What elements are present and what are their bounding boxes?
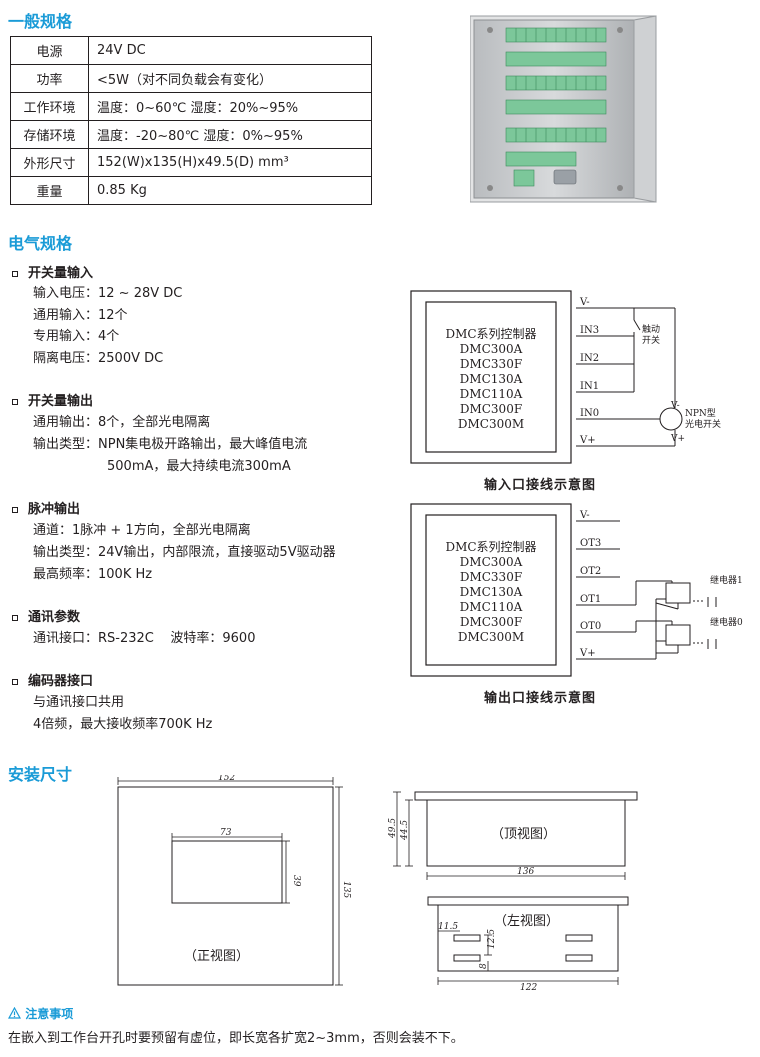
- pin-label: OT1: [580, 594, 601, 605]
- text-line: 专用输入：4个: [33, 329, 120, 344]
- model-label: DMC300M: [458, 417, 524, 431]
- note-title: 注意事项: [7, 1005, 73, 1022]
- text-line: 500mA，最大持续电流300mA: [107, 459, 291, 474]
- pin-label: IN1: [580, 381, 599, 392]
- note-text: 在嵌入到工作台开孔时要预留有虚位，即长宽各扩宽2~3mm，否则会装不下。: [8, 1031, 464, 1046]
- left-view-label: （左视图）: [494, 914, 559, 929]
- relay1-label: 继电器1: [710, 574, 743, 586]
- section-title-general: 一般规格: [8, 12, 73, 31]
- input-diagram-caption: 输入口接线示意图: [484, 478, 597, 493]
- model-label: DMC110A: [460, 387, 523, 401]
- pin-label: V+: [579, 648, 596, 659]
- text-line: 隔离电压：2500V DC: [33, 351, 164, 366]
- dim-label: 49.5: [388, 818, 398, 839]
- model-label: DMC300A: [460, 342, 523, 356]
- comm-title: 通讯参数: [12, 606, 80, 625]
- switch-label: 触动: [642, 323, 660, 335]
- pin-label: OT0: [580, 621, 601, 632]
- switch-label: 开关: [642, 334, 660, 346]
- left-view-drawing: 11.5 12.5 8 122 （左视图）: [427, 896, 629, 993]
- model-label: DMC300F: [460, 615, 522, 629]
- dim-label: 122: [520, 983, 537, 993]
- front-view-label: （正视图）: [184, 949, 249, 964]
- table-row: 工作环境温度：0~60℃ 湿度：20%~95%: [10, 92, 372, 121]
- pin-label: V+: [579, 435, 596, 446]
- section-title-electrical: 电气规格: [8, 234, 73, 253]
- relay0-label: 继电器0: [710, 616, 743, 628]
- pin-label: IN2: [580, 353, 599, 364]
- dim-label: 44.5: [400, 820, 410, 841]
- text-line: 通讯接口：RS-232C 波特率：9600: [33, 631, 256, 646]
- text-line: 最高频率：100K Hz: [33, 567, 153, 582]
- dim-label: 136: [517, 867, 534, 877]
- dim-label: 135: [341, 881, 351, 898]
- table-row: 存储环境温度：-20~80℃ 湿度：0%~95%: [10, 120, 372, 149]
- dim-label: 8: [479, 963, 489, 969]
- model-label: DMC130A: [460, 372, 523, 386]
- model-label: DMC110A: [460, 600, 523, 614]
- output-wiring-diagram: DMC系列控制器 DMC300A DMC330F DMC130A DMC110A…: [410, 503, 743, 677]
- pin-label: V-: [579, 510, 590, 521]
- pin-label: IN0: [580, 408, 599, 419]
- pin-label: IN3: [580, 325, 599, 336]
- text-line: 输出类型：NPN集电极开路输出，最大峰值电流: [33, 437, 308, 452]
- text-line: 通用输入：12个: [33, 308, 128, 323]
- npn-label: NPN型: [685, 408, 716, 419]
- dim-label: 12.5: [487, 929, 497, 949]
- dim-label: 73: [220, 828, 232, 838]
- output-diagram-caption: 输出口接线示意图: [484, 691, 597, 706]
- dim-label: 152: [218, 775, 235, 783]
- pin-label: OT3: [580, 538, 601, 549]
- text-line: 4倍频，最大接收频率700K Hz: [33, 717, 213, 732]
- text-line: 通用输出：8个，全部光电隔离: [33, 415, 211, 430]
- switch-output-title: 开关量输出: [12, 390, 93, 409]
- warning-icon: [7, 1006, 22, 1019]
- section-title-install: 安装尺寸: [8, 765, 73, 784]
- pulse-output-title: 脉冲输出: [12, 498, 80, 517]
- model-label: DMC系列控制器: [445, 327, 536, 341]
- text-line: 通道：1脉冲 + 1方向，全部光电隔离: [33, 523, 251, 538]
- model-label: DMC300F: [460, 402, 522, 416]
- encoder-title: 编码器接口: [12, 670, 93, 689]
- dim-label: 39: [291, 875, 301, 887]
- text-line: 输入电压：12 ~ 28V DC: [33, 286, 183, 301]
- input-wiring-diagram: DMC系列控制器 DMC300A DMC330F DMC130A DMC110A…: [410, 290, 721, 464]
- model-label: DMC300M: [458, 630, 524, 644]
- npn-label: 光电开关: [685, 418, 721, 430]
- pin-label: V-: [579, 297, 590, 308]
- model-label: DMC330F: [460, 570, 522, 584]
- npn-vplus-label: V+: [670, 434, 685, 444]
- table-row: 功率<5W（对不同负载会有变化）: [10, 64, 372, 93]
- model-label: DMC300A: [460, 555, 523, 569]
- npn-vminus-label: V-: [670, 401, 680, 411]
- switch-input-title: 开关量输入: [12, 262, 93, 281]
- text-line: 输出类型：24V输出，内部限流，直接驱动5V驱动器: [33, 545, 336, 560]
- pin-label: OT2: [580, 566, 601, 577]
- product-image: [470, 15, 657, 203]
- front-view-drawing: 152 73 39 135 （正视图）: [117, 775, 351, 986]
- dim-label: 11.5: [438, 922, 458, 932]
- text-line: 与通讯接口共用: [33, 695, 125, 710]
- top-view-drawing: 49.5 44.5 136 （顶视图）: [388, 791, 638, 880]
- model-label: DMC130A: [460, 585, 523, 599]
- top-view-label: （顶视图）: [491, 827, 556, 842]
- model-label: DMC系列控制器: [445, 540, 536, 554]
- model-label: DMC330F: [460, 357, 522, 371]
